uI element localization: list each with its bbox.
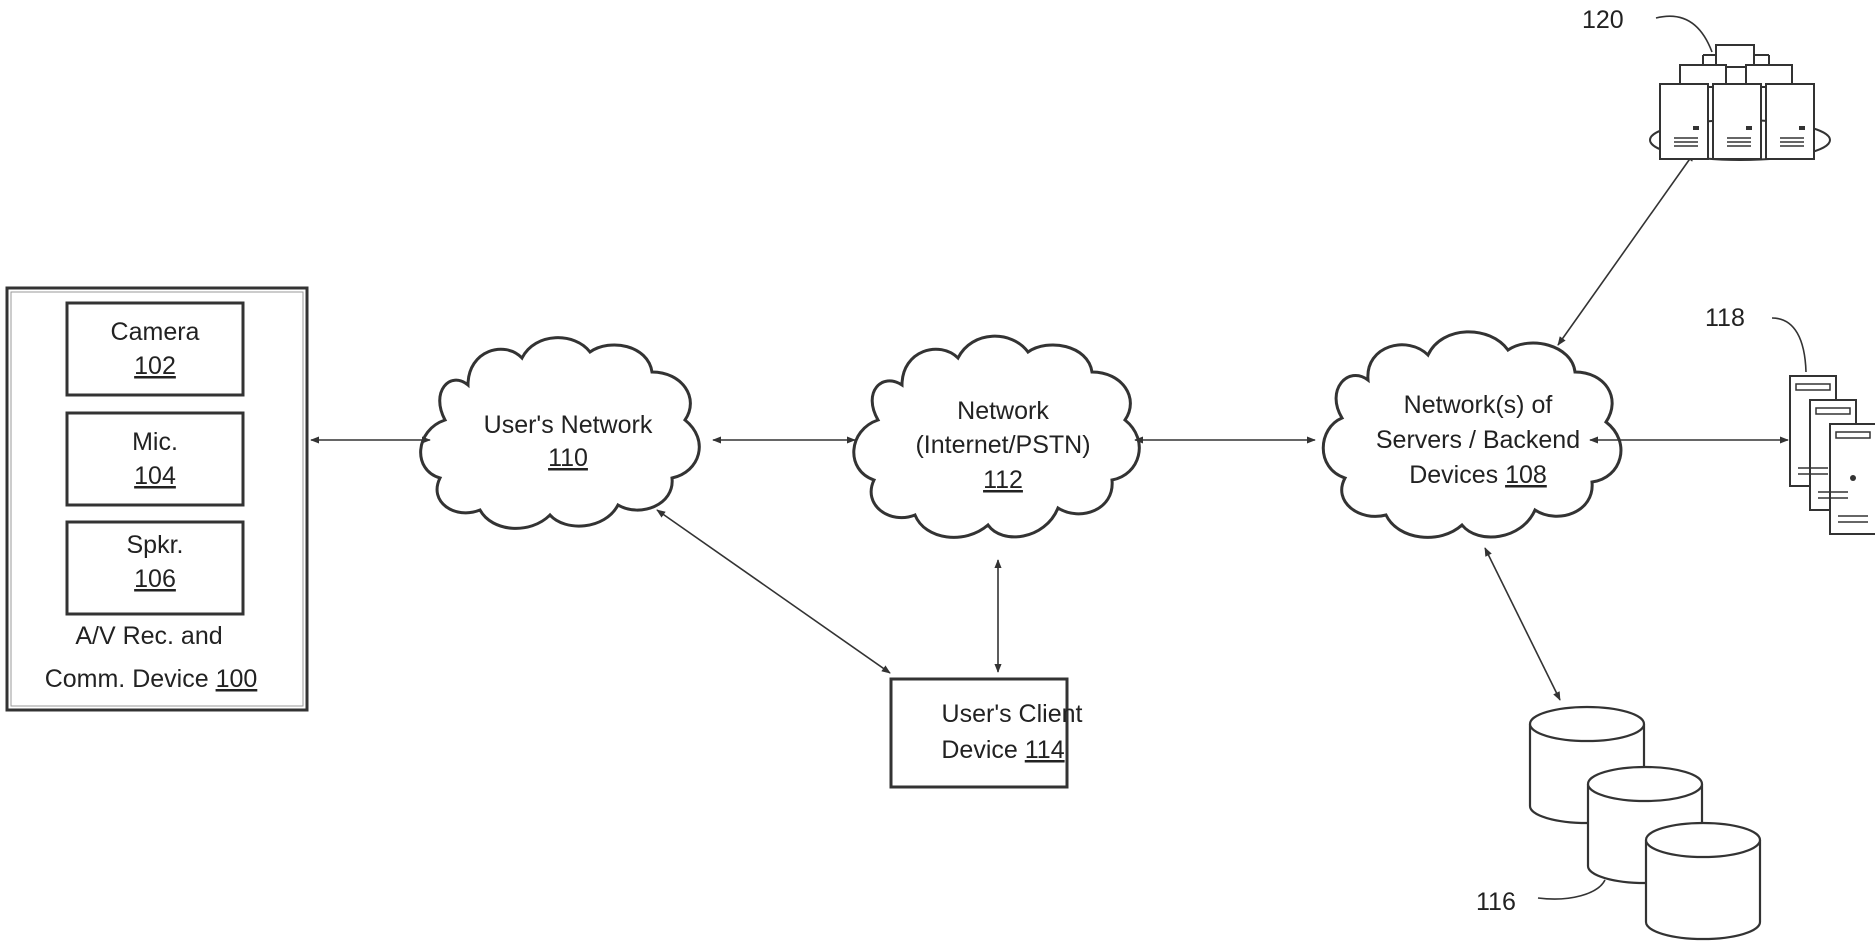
backend-label-line2: Servers / Backend [1376, 426, 1580, 454]
database-ref: 116 [1476, 888, 1516, 916]
camera-label: Camera [111, 318, 200, 346]
internet-ref: 112 [983, 466, 1023, 494]
client-device-box: User's Client Device 114 [889, 677, 1083, 789]
server-cluster-ref: 120 [1582, 6, 1624, 34]
mic-label: Mic. [132, 428, 178, 456]
av-device-box: Camera 102 Mic. 104 Spkr. 106 A/V Rec. a… [5, 286, 309, 712]
client-device-label-line1: User's Client [942, 700, 1083, 728]
arrow-backend-to-databases [1484, 547, 1561, 701]
server-stack-leader-line [1771, 317, 1807, 373]
speaker-label: Spkr. [127, 531, 184, 559]
backend-cloud: Network(s) of Servers / Backend Devices … [1321, 330, 1623, 539]
camera-ref: 102 [134, 352, 176, 380]
connections [310, 152, 1789, 701]
backend-label-line3: Devices 108 [1409, 461, 1547, 489]
speaker-box: Spkr. 106 [65, 520, 245, 616]
client-device-label-line2: Device 114 [941, 736, 1064, 764]
server-cluster-leader-line [1655, 15, 1713, 53]
server-stack-ref: 118 [1705, 304, 1745, 332]
internet-label-line2: (Internet/PSTN) [915, 431, 1090, 459]
arrow-users-network-to-client [656, 509, 891, 674]
users-network-cloud: User's Network 110 [419, 336, 701, 530]
users-network-ref: 110 [548, 444, 588, 472]
speaker-ref: 106 [134, 565, 176, 593]
server-stack-icon [1789, 375, 1875, 535]
internet-label-line1: Network [957, 397, 1049, 425]
backend-label-line1: Network(s) of [1404, 391, 1553, 419]
database-leader-line [1537, 879, 1606, 900]
mic-ref: 104 [134, 462, 176, 490]
mic-box: Mic. 104 [65, 411, 245, 507]
internet-cloud: Network (Internet/PSTN) 112 [852, 334, 1141, 539]
database-icon [1528, 705, 1762, 941]
server-cluster-icon [1649, 44, 1831, 161]
users-network-label: User's Network [484, 411, 653, 439]
device-caption-line1: A/V Rec. and [75, 622, 222, 650]
camera-box: Camera 102 [65, 301, 245, 397]
arrow-backend-to-server-cluster [1557, 152, 1695, 346]
device-caption-line2: Comm. Device 100 [45, 665, 258, 693]
